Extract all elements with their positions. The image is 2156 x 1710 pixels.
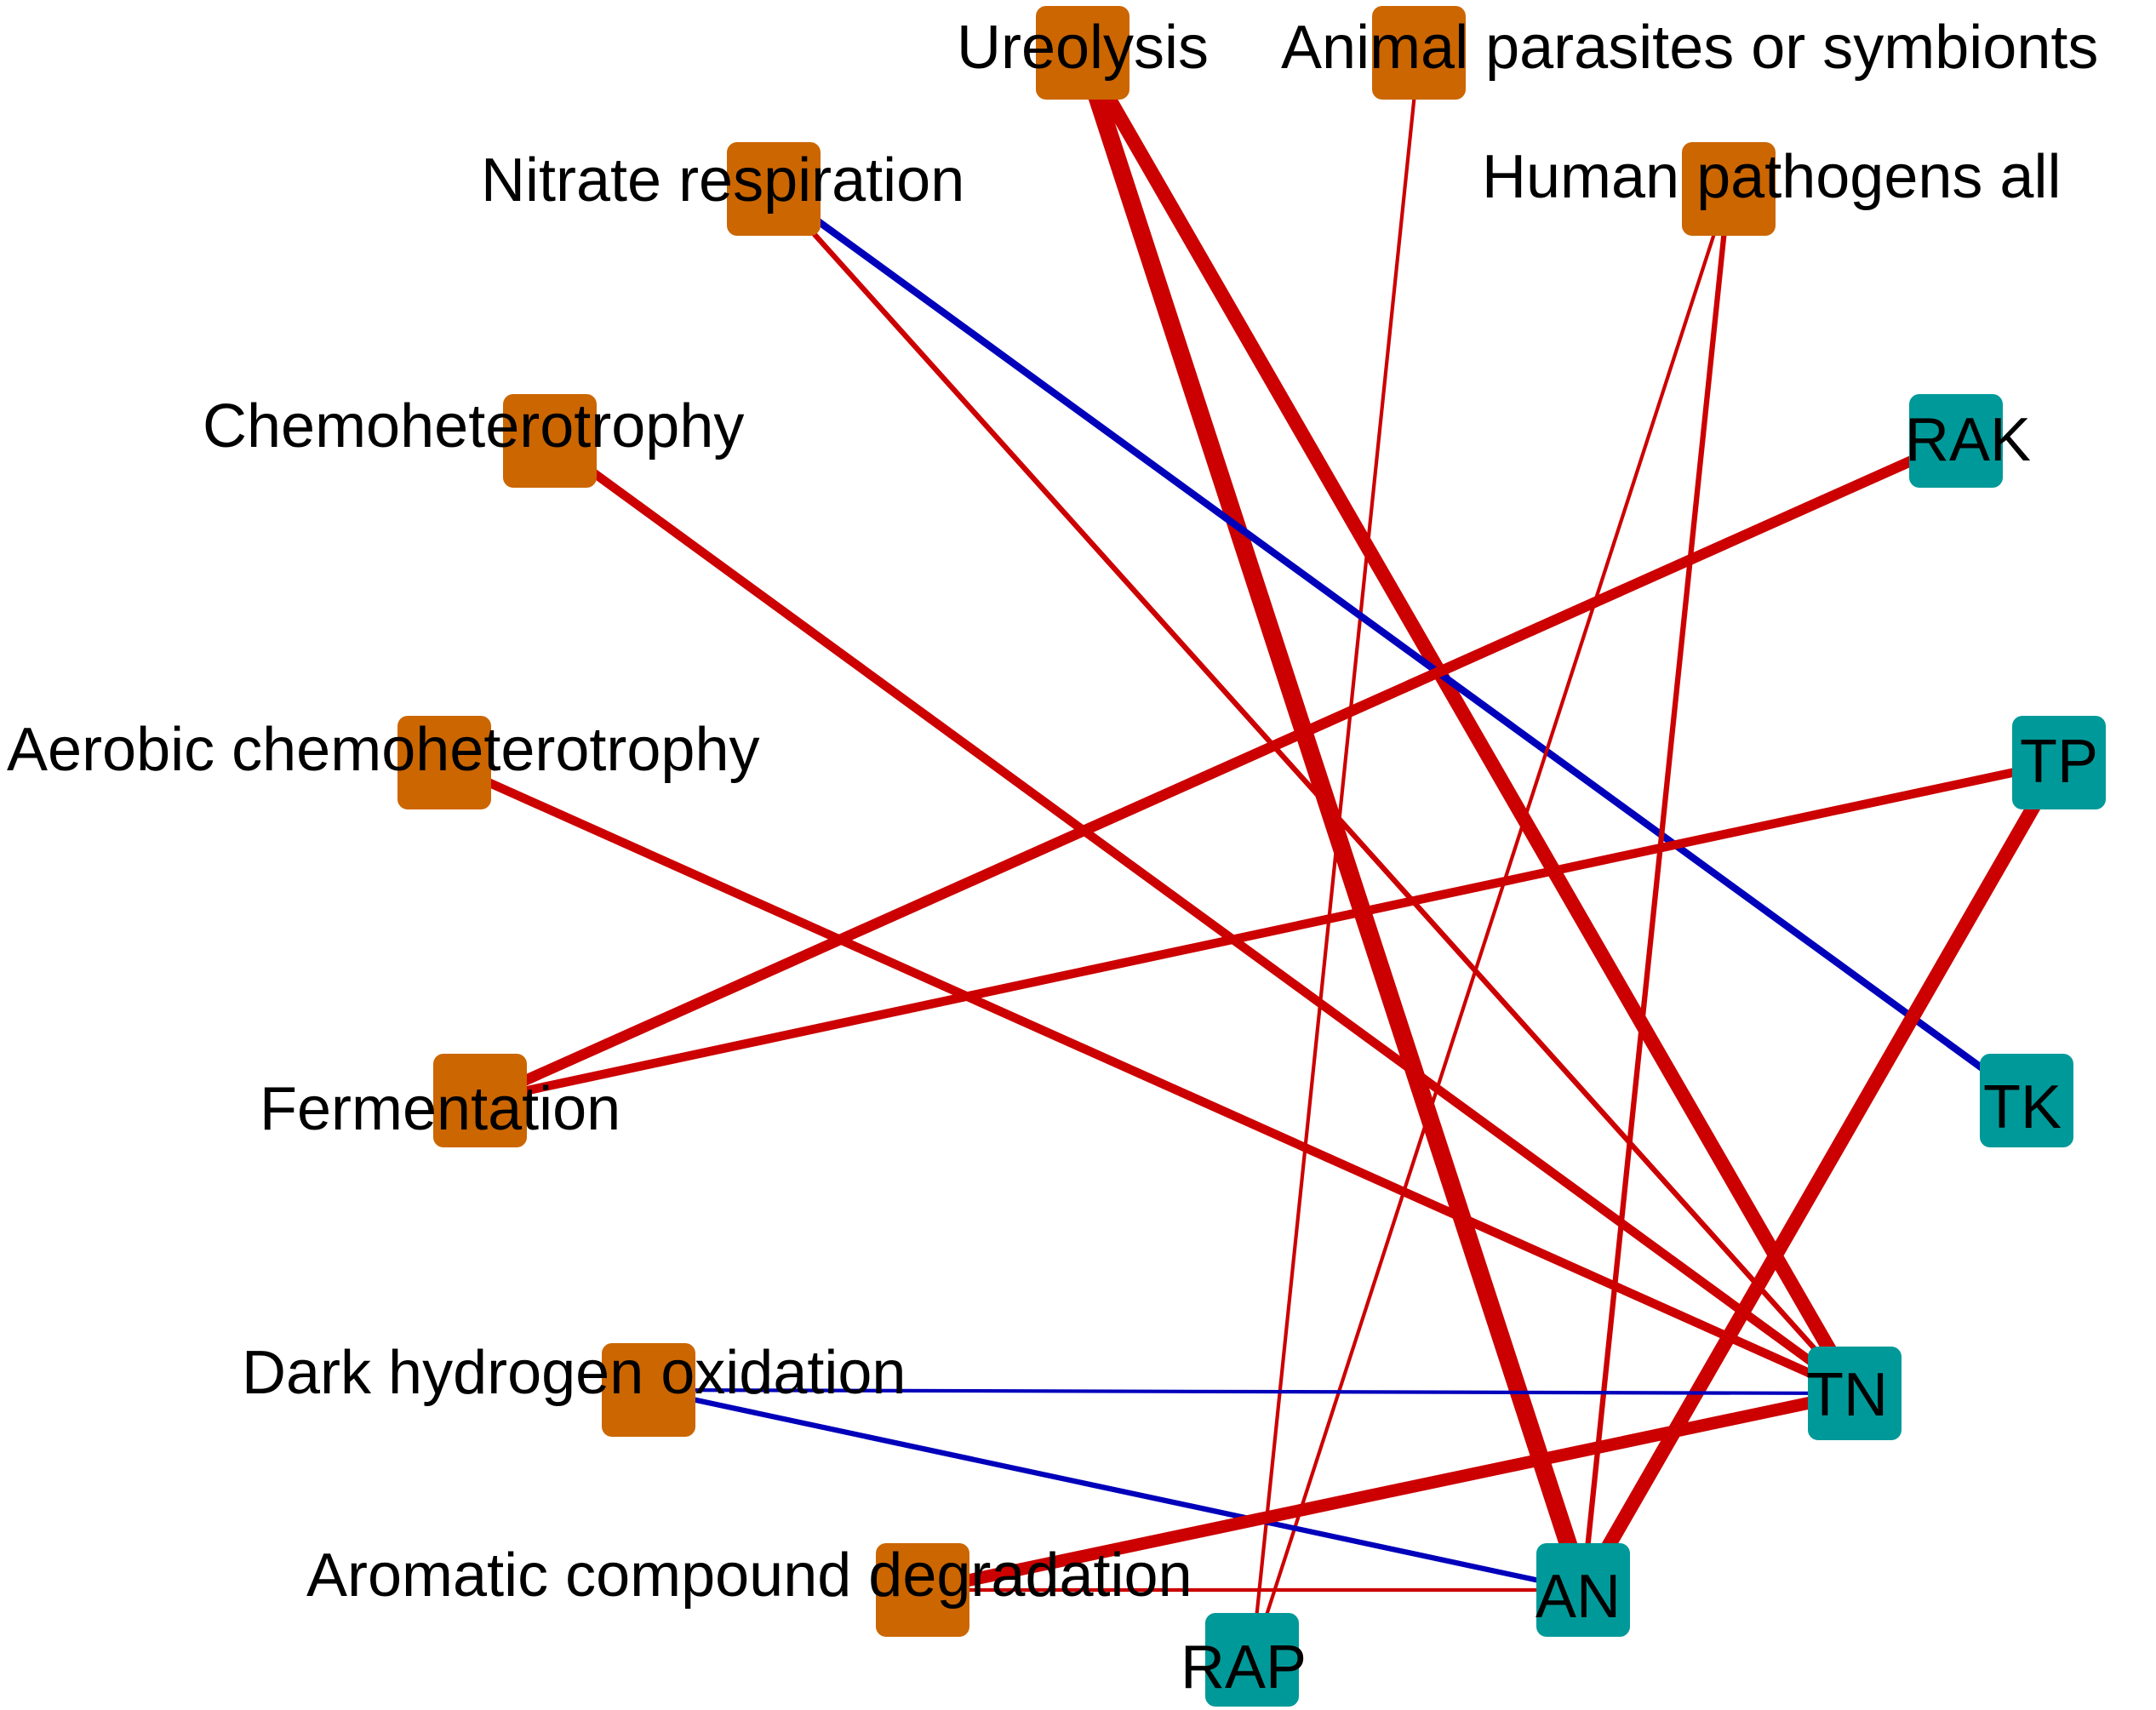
node-label-aromatic: Aromatic compound degradation (306, 1541, 1192, 1610)
labels-layer: Ureolysis Animal parasites or symbiontsNi… (7, 14, 2098, 1701)
node-label-tp: TP (2020, 728, 2098, 796)
node-an (1536, 1543, 1630, 1637)
node-nitrate (727, 142, 821, 236)
node-label-rap: RAP (1181, 1633, 1307, 1701)
edge-tp-an (1576, 758, 2066, 1594)
node-darkh (602, 1343, 695, 1437)
edge-aerobic-tn (442, 758, 1857, 1398)
node-label-rak: RAK (1905, 406, 2031, 474)
node-label-human: Human pathogens all (1482, 143, 2061, 211)
edge-fermentation-tp (478, 758, 2061, 1106)
edge-nitrate-tk (771, 186, 2029, 1104)
edges-layer (442, 49, 2066, 1661)
node-label-fermentation: Fermentation (260, 1075, 620, 1143)
node-label-aerobic: Aerobic chemoheterotrophy (7, 716, 760, 784)
node-label-nitrate: Nitrate respiration (481, 146, 964, 214)
edge-fermentation-rak (478, 436, 1959, 1106)
node-animal (1372, 6, 1466, 100)
node-label-animal: Animal parasites or symbionts (1281, 14, 2098, 82)
edge-aromatic-tn (921, 1387, 1856, 1597)
edge-chemo-tn (546, 437, 1858, 1398)
edge-darkh-an (648, 1387, 1584, 1593)
edge-darkh-tn (648, 1387, 1856, 1396)
node-human (1682, 142, 1776, 236)
edge-animal-rap (1250, 52, 1421, 1661)
node-ureolysis (1036, 6, 1129, 100)
node-label-an: AN (1536, 1563, 1621, 1631)
edge-ureolysis-an (1074, 49, 1592, 1593)
nodes-layer (397, 6, 2106, 1707)
node-aerobic (397, 716, 491, 809)
node-label-tk: TK (1983, 1073, 2062, 1141)
node-rak (1909, 394, 2003, 488)
edge-human-rap (1250, 188, 1730, 1661)
node-tp (2012, 716, 2106, 809)
node-label-chemo: Chemoheterotrophy (203, 392, 744, 460)
node-chemo (503, 394, 597, 488)
node-label-ureolysis: Ureolysis (957, 14, 1209, 82)
node-label-tn: TN (1806, 1361, 1888, 1429)
node-label-darkh: Dark hydrogen oxidation (242, 1339, 906, 1407)
node-rap (1205, 1613, 1299, 1707)
node-fermentation (433, 1054, 527, 1147)
edge-nitrate-tn (771, 186, 1857, 1396)
edge-ureolysis-tn (1076, 49, 1861, 1398)
node-aromatic (876, 1543, 969, 1637)
node-tk (1980, 1054, 2073, 1147)
node-tn (1808, 1347, 1902, 1440)
edge-human-an (1580, 188, 1732, 1591)
